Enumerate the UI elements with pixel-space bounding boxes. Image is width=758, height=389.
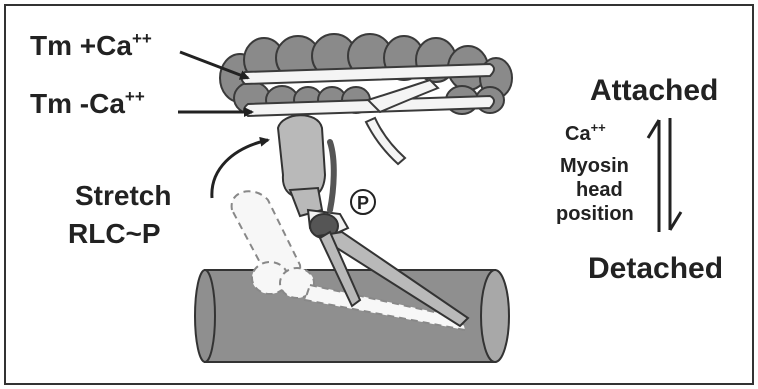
label-head: head — [576, 179, 623, 201]
phosphate-marker: P — [351, 190, 375, 214]
label-detached: Detached — [588, 252, 723, 285]
label-stretch: Stretch — [75, 180, 171, 211]
label-attached: Attached — [590, 74, 718, 107]
label-position: position — [556, 203, 634, 225]
label-myosin: Myosin — [560, 155, 629, 177]
label-rlc-p: RLC~P — [68, 218, 161, 249]
phosphate-label: P — [357, 193, 369, 213]
